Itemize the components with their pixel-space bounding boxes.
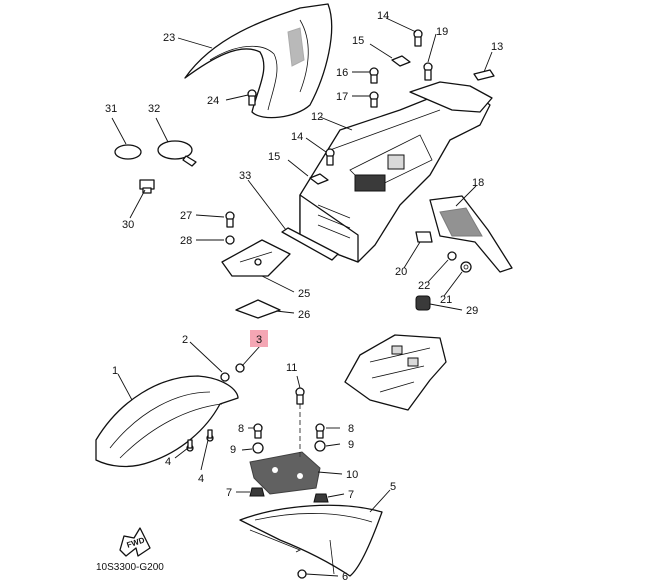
callout-2: 2: [182, 334, 188, 346]
screw-part-4-a: [186, 439, 194, 452]
damper-part-7-left: [249, 487, 265, 497]
nut-part-28: [225, 235, 235, 245]
callout-3: 3: [256, 334, 262, 346]
bolt-part-11: [295, 387, 305, 460]
screw-part-4-b: [206, 429, 214, 442]
rear-cowl-part-23: [184, 3, 333, 119]
callout-20: 20: [395, 266, 407, 278]
washer-part-9-right: [314, 440, 326, 452]
callout-24: 24: [207, 95, 219, 107]
bolt-part-27: [225, 211, 235, 228]
callout-6: 6: [342, 571, 348, 583]
mud-flap-part-5: [239, 504, 383, 577]
bracket-part-25: [221, 239, 291, 277]
callout-14-top: 14: [377, 10, 389, 22]
callout-27: 27: [180, 210, 192, 222]
front-fender-part-1: [95, 375, 239, 468]
callout-15-top: 15: [352, 35, 364, 47]
callout-19: 19: [436, 26, 448, 38]
leader-lines: [111, 17, 493, 577]
callout-9-right: 9: [348, 439, 354, 451]
bolt-part-14-top: [413, 29, 423, 47]
mudguard-bracket: [344, 334, 447, 411]
o-ring-part-31: [114, 144, 142, 160]
callout-15-mid: 15: [268, 151, 280, 163]
callout-16: 16: [336, 67, 348, 79]
callout-13: 13: [491, 41, 503, 53]
washer-part-9-left: [252, 442, 264, 454]
callout-21: 21: [440, 294, 452, 306]
fwd-arrow-icon: FWD: [119, 527, 151, 557]
callout-7-right: 7: [348, 489, 354, 501]
diagram-code: 10S3300-G200: [96, 562, 164, 573]
callout-25: 25: [298, 288, 310, 300]
bolt-part-8-left: [253, 423, 263, 439]
clip-part-20: [415, 231, 433, 243]
rear-bracket-part-18: [429, 195, 513, 273]
callout-14-mid: 14: [291, 131, 303, 143]
pad-part-26: [235, 299, 281, 319]
callout-7-left: 7: [226, 487, 232, 499]
callout-26: 26: [298, 309, 310, 321]
callout-4-b: 4: [198, 473, 204, 485]
callout-1: 1: [112, 365, 118, 377]
nut-part-21: [460, 261, 472, 273]
nut-part-15-mid: [309, 173, 329, 185]
damper-part-7-right: [313, 493, 329, 503]
band-part-32: [157, 140, 197, 167]
callout-32: 32: [148, 103, 160, 115]
bolt-part-8-right: [315, 423, 325, 439]
callout-8-right: 8: [348, 423, 354, 435]
callout-23: 23: [163, 32, 175, 44]
bolt-part-2: [220, 372, 230, 382]
damper-part-29: [415, 295, 431, 311]
callout-4-a: 4: [165, 456, 171, 468]
bolt-part-14-mid: [325, 148, 335, 166]
callout-17: 17: [336, 91, 348, 103]
callout-5: 5: [390, 481, 396, 493]
screw-part-24: [247, 89, 257, 106]
callout-9-left: 9: [230, 444, 236, 456]
callout-18: 18: [472, 177, 484, 189]
callout-29: 29: [466, 305, 478, 317]
collar-part-22: [447, 251, 457, 261]
rear-frame-part-12: [299, 81, 493, 263]
callout-33: 33: [239, 170, 251, 182]
callout-30: 30: [122, 219, 134, 231]
callout-12: 12: [311, 111, 323, 123]
nut-part-6: [297, 569, 307, 579]
callout-3-highlight: [250, 330, 268, 347]
plate-part-10: [249, 451, 321, 495]
callout-labels: 23 24 31 32 30 14 19 13 15 16 17 12 14 1…: [105, 10, 503, 583]
screw-part-16: [369, 67, 379, 84]
bolt-part-19: [423, 62, 433, 81]
nut-part-15-top: [391, 55, 411, 67]
screw-part-17: [369, 91, 379, 108]
callout-22: 22: [418, 280, 430, 292]
callout-10: 10: [346, 469, 358, 481]
callout-8-left: 8: [238, 423, 244, 435]
callout-31: 31: [105, 103, 117, 115]
callout-28: 28: [180, 235, 192, 247]
callout-11: 11: [286, 362, 297, 374]
clip-part-30: [139, 179, 155, 194]
